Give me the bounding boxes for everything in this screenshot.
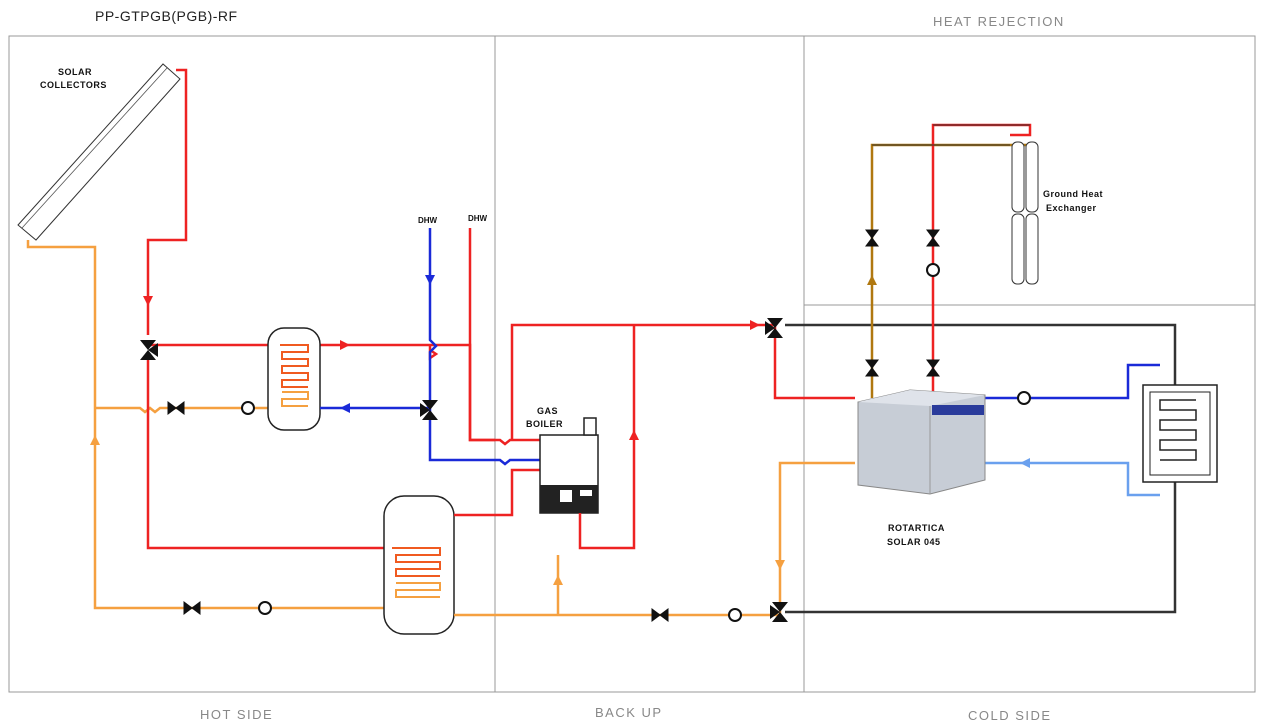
- solar-supply-pipe: [146, 68, 188, 335]
- chilled-supply-pipe: [985, 363, 1160, 400]
- section-label-heat-rejection: HEAT REJECTION: [933, 14, 1065, 29]
- section-label-back-up: BACK UP: [595, 705, 663, 720]
- dhw-cold-label: DHW: [418, 216, 438, 225]
- chiller-hot-return-pipe: [778, 461, 855, 615]
- flow-arrow-left-blue: [340, 403, 350, 413]
- dhw-tank-upper: [267, 327, 321, 431]
- dhw-hot-label: DHW: [468, 214, 488, 223]
- three-way-valves: [140, 318, 788, 622]
- chilled-return-pipe: [985, 461, 1160, 497]
- flow-arrow-down: [143, 296, 153, 306]
- dhw-hot-pipe: [468, 228, 540, 446]
- pump-symbols: [241, 263, 1031, 622]
- flow-arrow-up: [90, 435, 100, 445]
- dhw-cold-pipe: [320, 228, 540, 466]
- section-label-cold-side: COLD SIDE: [968, 708, 1052, 723]
- solar-return-pipe: [26, 240, 385, 610]
- chiller-label-line1: ROTARTICA: [888, 523, 945, 533]
- ground-hx-label-line2: Exchanger: [1046, 203, 1097, 213]
- fan-coil-unit: [1142, 384, 1218, 483]
- solar-collectors-label-line2: COLLECTORS: [40, 80, 107, 90]
- solar-collectors-label-line1: SOLAR: [58, 67, 92, 77]
- solar-collector-panel: [17, 63, 181, 241]
- gas-boiler-label-line2: BOILER: [526, 419, 564, 429]
- gas-boiler: [539, 417, 599, 514]
- flow-arrow-down-blue: [425, 275, 435, 285]
- buffer-tank-lower: [383, 495, 455, 635]
- valve-symbols: [167, 229, 940, 622]
- rotartica-chiller-unit: [857, 389, 986, 495]
- flow-arrow-right: [340, 340, 350, 350]
- section-frames: [8, 35, 1256, 693]
- section-label-hot-side: HOT SIDE: [200, 707, 274, 722]
- tank-to-boiler-pipe: [454, 468, 540, 517]
- outer-frame: [8, 35, 1256, 693]
- chiller-label-line2: SOLAR 045: [887, 537, 941, 547]
- cold-side-loop: [785, 323, 1177, 614]
- ground-heat-exchanger: [1011, 141, 1039, 285]
- diagram-title: PP-GTPGB(PGB)-RF: [95, 8, 238, 24]
- ground-hx-label-line1: Ground Heat: [1043, 189, 1104, 199]
- heat-rejection-return-pipe: [870, 143, 1030, 398]
- gas-boiler-label-line1: GAS: [537, 406, 559, 416]
